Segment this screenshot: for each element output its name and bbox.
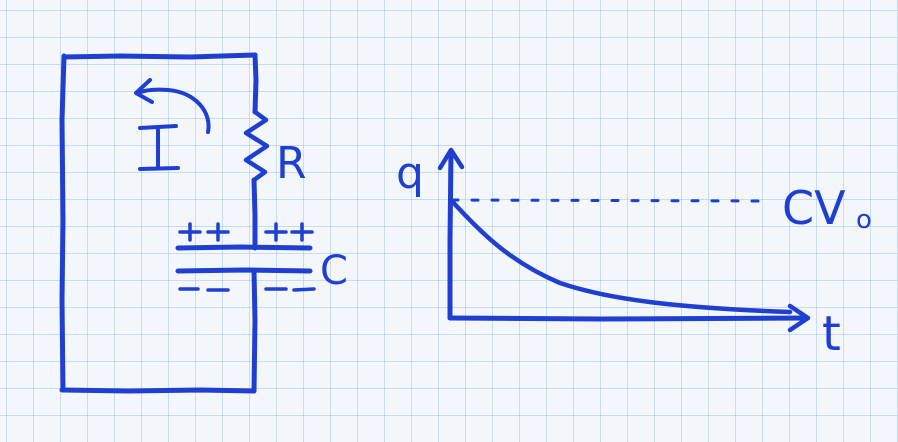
y-axis-arrowhead [437, 147, 465, 171]
minus-charges-left [178, 287, 230, 292]
right-wire-bottom [251, 268, 258, 394]
plus-charges-right [264, 222, 314, 242]
minus-left-text: -- [180, 294, 181, 296]
bottom-wire [59, 387, 257, 394]
x-axis [447, 315, 808, 322]
current-arrow [136, 87, 211, 134]
x-axis-arrowhead [787, 303, 811, 333]
capacitor-label: C [320, 248, 348, 294]
current-arrow-head [134, 78, 154, 104]
circuit-diagram [59, 52, 316, 394]
plus-right-text: ++ [266, 238, 268, 241]
x-axis-label: t [822, 306, 841, 362]
resistor-zigzag [243, 109, 270, 183]
charge-decay-curve [448, 197, 793, 315]
capacitor-bottom-plate [175, 267, 313, 274]
minus-charges-right [264, 287, 316, 292]
asymptote-dashed-line [450, 198, 772, 203]
asymptote-label-subscript: o [856, 205, 872, 235]
right-wire-top [252, 52, 259, 115]
left-wire [59, 53, 67, 393]
charge-time-graph [437, 147, 811, 333]
plus-charges-left [178, 222, 230, 242]
asymptote-label: CV [782, 181, 846, 235]
right-wire-middle [251, 177, 258, 251]
resistor-label: R [276, 138, 307, 189]
capacitor-top-plate [175, 244, 313, 251]
top-wire [61, 52, 258, 60]
y-axis [447, 149, 454, 321]
plus-left-text: ++ [180, 238, 182, 241]
y-axis-label: q [396, 148, 424, 199]
current-label-glyph [138, 124, 180, 171]
minus-right-text: -- [266, 294, 267, 296]
